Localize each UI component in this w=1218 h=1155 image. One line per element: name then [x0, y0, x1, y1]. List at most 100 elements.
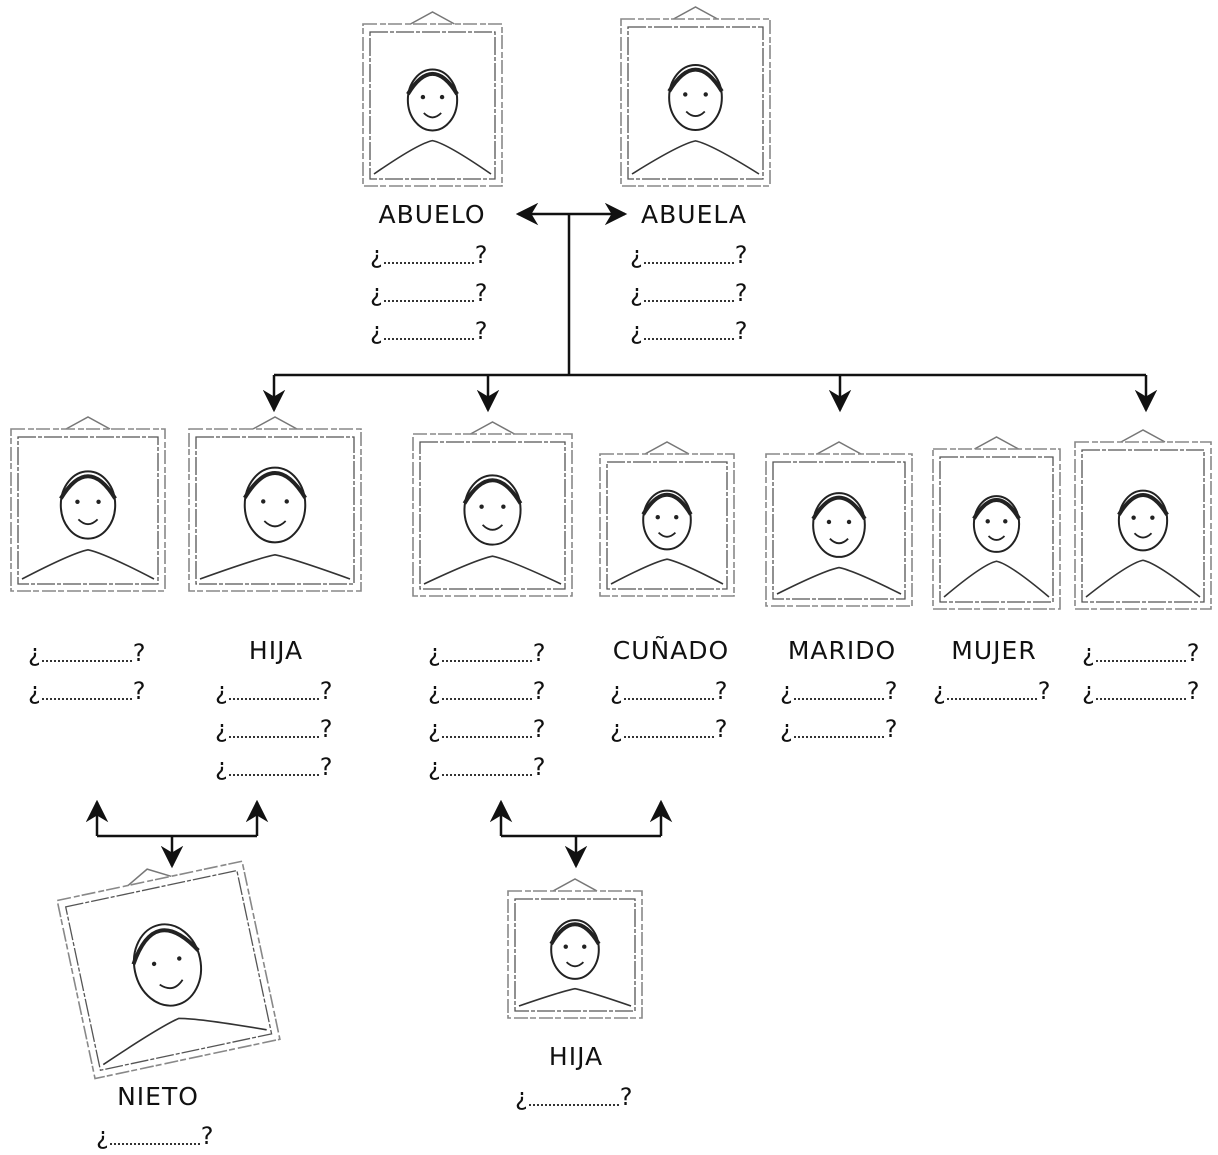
dotted-blank[interactable]: [643, 248, 734, 264]
close-question-mark: ?: [532, 677, 546, 705]
label-cunado: CUÑADO: [612, 636, 730, 665]
question-blank[interactable]: ¿?: [630, 274, 748, 312]
blanks-hija-1: ¿?¿?¿?: [215, 672, 333, 786]
open-question-mark: ¿: [780, 715, 793, 743]
dotted-blank[interactable]: [793, 684, 884, 700]
abuelo-portrait: [360, 10, 505, 190]
dotted-blank[interactable]: [946, 684, 1037, 700]
close-question-mark: ?: [132, 639, 146, 667]
blanks-son-3: ¿?¿?: [1082, 634, 1200, 710]
dotted-blank[interactable]: [441, 760, 532, 776]
open-question-mark: ¿: [28, 639, 41, 667]
hija-2-portrait: [505, 877, 645, 1022]
label-nieto: NIETO: [117, 1082, 199, 1111]
open-question-mark: ¿: [428, 677, 441, 705]
curly-woman-portrait: [188, 416, 362, 592]
dotted-blank[interactable]: [623, 684, 714, 700]
open-question-mark: ¿: [610, 715, 623, 743]
question-blank[interactable]: ¿?: [780, 672, 898, 710]
open-question-mark: ¿: [215, 677, 228, 705]
question-blank[interactable]: ¿?: [215, 748, 333, 786]
dotted-blank[interactable]: [228, 722, 319, 738]
nieto-portrait: [56, 860, 281, 1080]
close-question-mark: ?: [319, 677, 333, 705]
dotted-blank[interactable]: [1095, 646, 1186, 662]
dotted-blank[interactable]: [228, 760, 319, 776]
blanks-hija-2: ¿?: [515, 1078, 633, 1116]
dotted-blank[interactable]: [441, 646, 532, 662]
question-blank[interactable]: ¿?: [610, 672, 728, 710]
dotted-blank[interactable]: [41, 646, 132, 662]
dotted-blank[interactable]: [528, 1090, 619, 1106]
dotted-blank[interactable]: [643, 324, 734, 340]
close-question-mark: ?: [474, 317, 488, 345]
dotted-blank[interactable]: [643, 286, 734, 302]
dotted-blank[interactable]: [41, 684, 132, 700]
girl-portrait: [507, 878, 643, 1019]
question-blank[interactable]: ¿?: [1082, 634, 1200, 672]
blanks-abuelo: ¿?¿?¿?: [370, 236, 488, 350]
dotted-blank[interactable]: [109, 1129, 200, 1145]
close-question-mark: ?: [734, 317, 748, 345]
dotted-blank[interactable]: [793, 722, 884, 738]
label-hija-1: HIJA: [248, 636, 304, 665]
blanks-son-1: ¿?¿?: [28, 634, 146, 710]
dotted-blank[interactable]: [383, 248, 474, 264]
close-question-mark: ?: [714, 677, 728, 705]
open-question-mark: ¿: [215, 753, 228, 781]
open-question-mark: ¿: [370, 279, 383, 307]
question-blank[interactable]: ¿?: [370, 312, 488, 350]
dotted-blank[interactable]: [228, 684, 319, 700]
question-blank[interactable]: ¿?: [215, 672, 333, 710]
blanks-abuela: ¿?¿?¿?: [630, 236, 748, 350]
question-blank[interactable]: ¿?: [370, 236, 488, 274]
blanks-marido: ¿?¿?: [780, 672, 898, 748]
dotted-blank[interactable]: [383, 286, 474, 302]
dotted-blank[interactable]: [1095, 684, 1186, 700]
close-question-mark: ?: [132, 677, 146, 705]
grandmother-portrait: [620, 6, 771, 187]
question-blank[interactable]: ¿?: [428, 748, 546, 786]
hija-1-portrait: [186, 415, 364, 595]
open-question-mark: ¿: [428, 715, 441, 743]
question-blank[interactable]: ¿?: [610, 710, 728, 748]
open-question-mark: ¿: [428, 639, 441, 667]
close-question-mark: ?: [1037, 677, 1051, 705]
label-abuelo: ABUELO: [378, 200, 486, 229]
question-blank[interactable]: ¿?: [428, 710, 546, 748]
cunado-portrait: [597, 440, 737, 600]
open-question-mark: ¿: [1082, 677, 1095, 705]
dotted-blank[interactable]: [441, 722, 532, 738]
question-blank[interactable]: ¿?: [96, 1117, 214, 1155]
question-blank[interactable]: ¿?: [780, 710, 898, 748]
dotted-blank[interactable]: [383, 324, 474, 340]
question-blank[interactable]: ¿?: [28, 672, 146, 710]
question-blank[interactable]: ¿?: [370, 274, 488, 312]
question-blank[interactable]: ¿?: [28, 634, 146, 672]
close-question-mark: ?: [1186, 677, 1200, 705]
open-question-mark: ¿: [370, 241, 383, 269]
close-question-mark: ?: [1186, 639, 1200, 667]
woman-curly-portrait: [765, 441, 913, 607]
close-question-mark: ?: [532, 753, 546, 781]
question-blank[interactable]: ¿?: [1082, 672, 1200, 710]
label-abuela: ABUELA: [641, 200, 747, 229]
question-blank[interactable]: ¿?: [630, 312, 748, 350]
son-1-portrait: [8, 415, 168, 595]
dotted-blank[interactable]: [623, 722, 714, 738]
question-blank[interactable]: ¿?: [215, 710, 333, 748]
label-marido: MARIDO: [787, 636, 897, 665]
question-blank[interactable]: ¿?: [428, 634, 546, 672]
label-hija-2: HIJA: [548, 1042, 604, 1071]
dotted-blank[interactable]: [441, 684, 532, 700]
question-blank[interactable]: ¿?: [428, 672, 546, 710]
curly-man-portrait: [1074, 429, 1212, 610]
question-blank[interactable]: ¿?: [933, 672, 1051, 710]
close-question-mark: ?: [884, 677, 898, 705]
close-question-mark: ?: [532, 715, 546, 743]
close-question-mark: ?: [619, 1083, 633, 1111]
question-blank[interactable]: ¿?: [515, 1078, 633, 1116]
close-question-mark: ?: [532, 639, 546, 667]
question-blank[interactable]: ¿?: [630, 236, 748, 274]
